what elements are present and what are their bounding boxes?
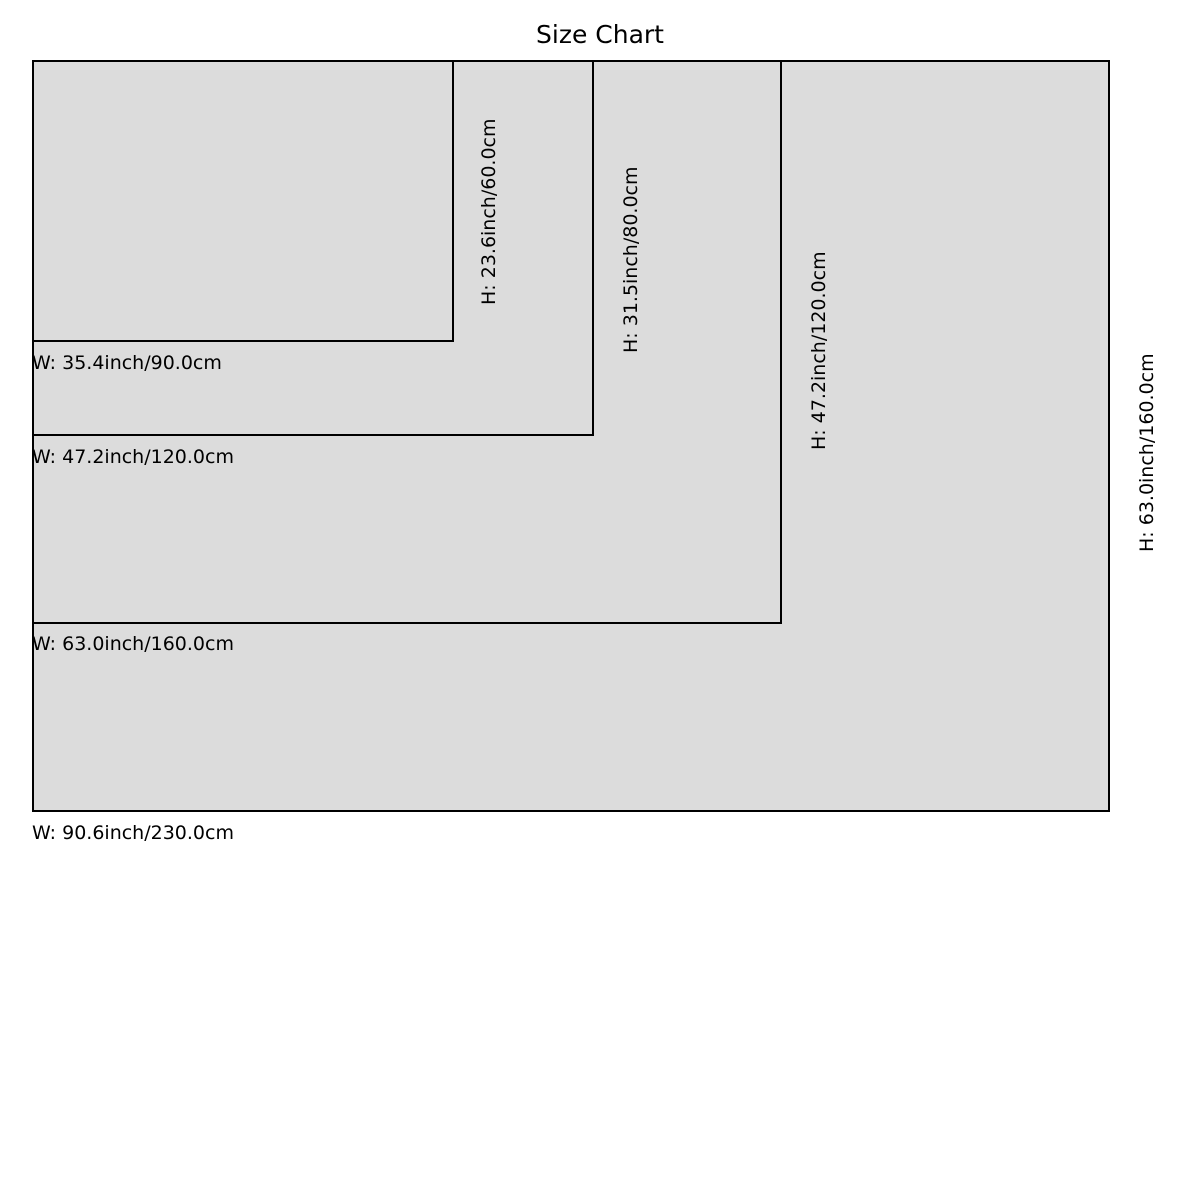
width-label-230cm: W: 90.6inch/230.0cm [32, 822, 234, 844]
height-label-120cm: H: 47.2inch/120.0cm [808, 251, 830, 450]
width-label-120cm: W: 47.2inch/120.0cm [32, 446, 234, 468]
height-label-60cm: H: 23.6inch/60.0cm [478, 118, 500, 305]
height-label-80cm: H: 31.5inch/80.0cm [620, 166, 642, 353]
size-rect-35-4inch-90cm [32, 60, 454, 342]
width-label-90cm: W: 35.4inch/90.0cm [32, 352, 222, 374]
height-label-160cm: H: 63.0inch/160.0cm [1136, 353, 1158, 552]
page-title: Size Chart [536, 20, 664, 49]
width-label-160cm: W: 63.0inch/160.0cm [32, 633, 234, 655]
